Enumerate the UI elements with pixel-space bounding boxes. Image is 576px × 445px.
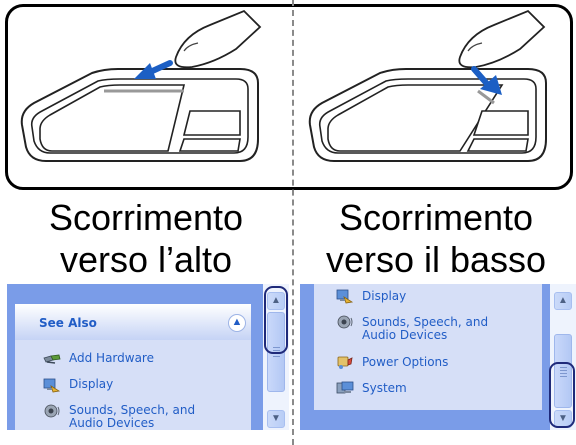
task-link-sounds-line2: Audio Devices <box>69 416 155 430</box>
collapse-chevron-icon[interactable]: ▲ <box>228 314 246 332</box>
dashed-divider <box>292 0 294 445</box>
touchpad-left <box>20 9 262 162</box>
task-link-sounds-speech[interactable]: Sounds, Speech, and Audio Devices <box>362 316 488 342</box>
system-icon <box>336 381 354 394</box>
display-icon <box>336 289 354 304</box>
task-link-sounds-line2: Audio Devices <box>362 328 448 342</box>
task-link-system[interactable]: System <box>362 381 407 395</box>
sounds-speech-icon <box>337 315 353 329</box>
touchpad-right <box>308 9 547 162</box>
caption-scroll-up-line1: Scorrimento <box>48 197 244 238</box>
scroll-up-button[interactable]: ▲ <box>267 292 285 310</box>
display-icon <box>43 378 61 393</box>
add-hardware-icon <box>43 354 61 364</box>
see-also-box-scrolled: Display Sounds, Speech, and Audio Device… <box>314 284 542 410</box>
sounds-speech-icon <box>44 404 60 418</box>
see-also-title: See Also <box>39 316 97 330</box>
scrollbar-left[interactable]: ▲ ▼ <box>263 284 289 430</box>
caption-scroll-up: Scorrimento verso l’alto <box>0 197 292 281</box>
xp-task-pane-left: See Also ▲ Add Hardware Display Sounds, … <box>7 284 289 430</box>
task-link-display[interactable]: Display <box>362 289 407 303</box>
xp-task-pane-right: Display Sounds, Speech, and Audio Device… <box>300 284 576 430</box>
highlight-scroll-down-area <box>549 362 575 428</box>
task-link-sounds-line1: Sounds, Speech, and <box>362 315 489 329</box>
scroll-up-button[interactable]: ▲ <box>554 292 572 310</box>
see-also-box: Add Hardware Display Sounds, Speech, and… <box>15 340 251 430</box>
task-link-sounds-line1: Sounds, Speech, and <box>69 403 196 417</box>
touchpad-illustration <box>20 9 547 162</box>
task-link-power-options[interactable]: Power Options <box>362 355 449 369</box>
scroll-thumb[interactable] <box>554 334 572 408</box>
caption-scroll-up-line2: verso l’alto <box>59 239 233 280</box>
touchpad-illustration-panel <box>5 4 573 190</box>
caption-scroll-down-line2: verso il basso <box>325 239 547 280</box>
caption-scroll-down-line1: Scorrimento <box>338 197 534 238</box>
power-options-icon <box>337 356 353 369</box>
task-link-add-hardware[interactable]: Add Hardware <box>69 351 154 365</box>
see-also-header[interactable]: See Also ▲ <box>15 304 251 340</box>
highlight-scroll-up-area <box>264 286 288 354</box>
task-link-display[interactable]: Display <box>69 377 114 391</box>
caption-scroll-down: Scorrimento verso il basso <box>296 197 576 281</box>
task-link-sounds-speech[interactable]: Sounds, Speech, and Audio Devices <box>69 404 195 430</box>
scroll-down-button[interactable]: ▼ <box>267 410 285 428</box>
